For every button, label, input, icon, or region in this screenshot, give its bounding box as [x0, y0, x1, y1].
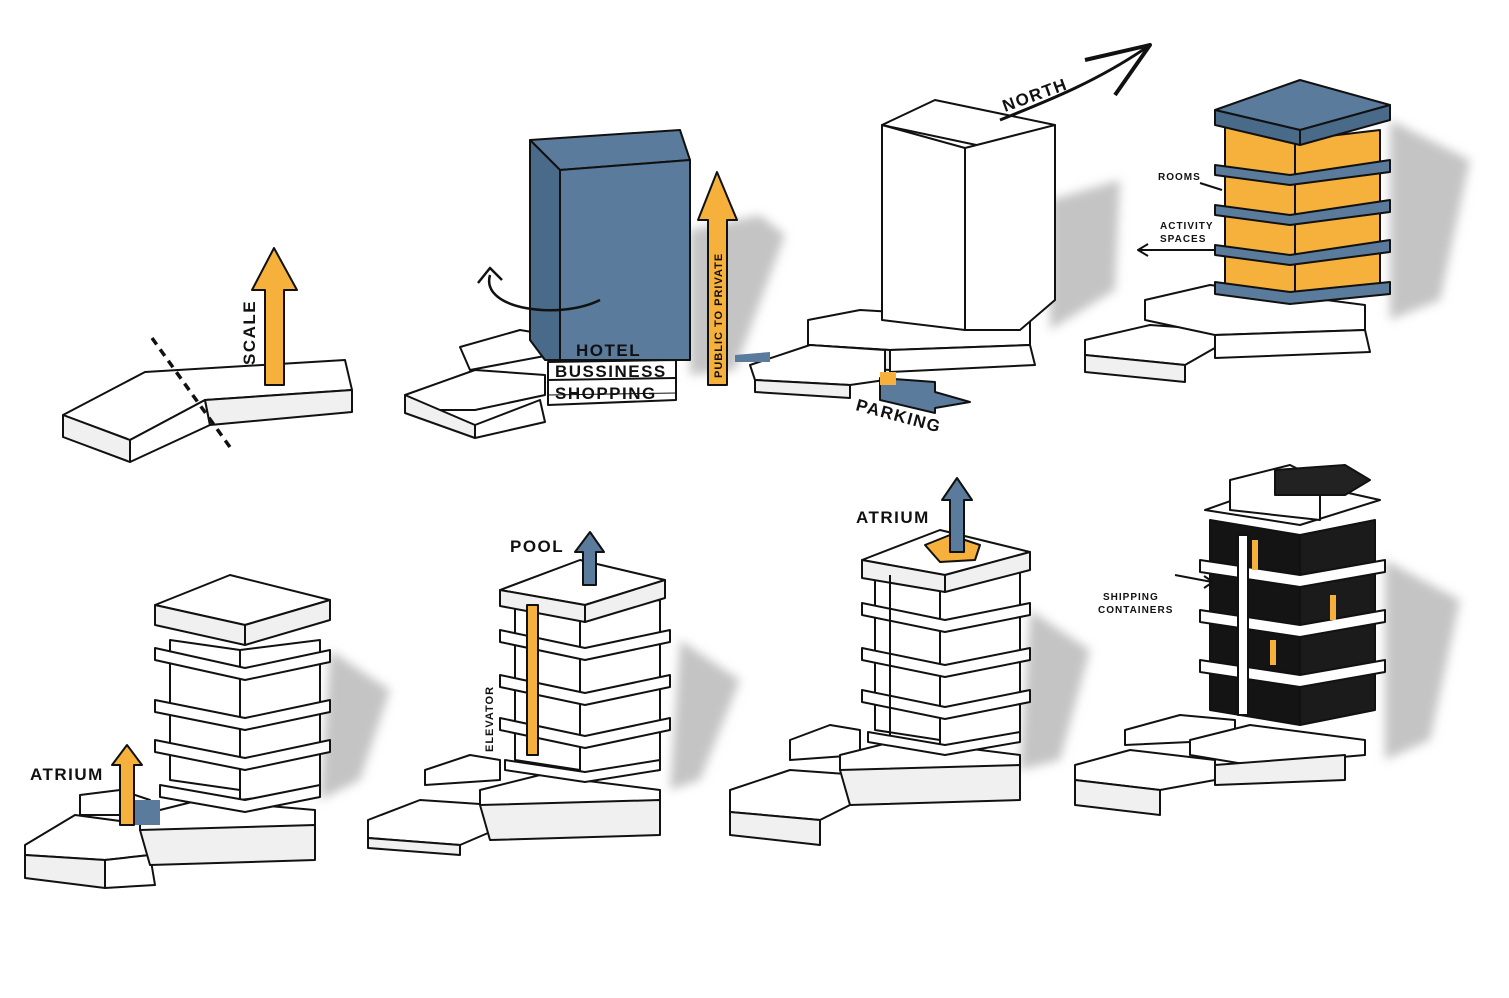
panel-containers: SHIPPING CONTAINERS	[1074, 464, 1460, 816]
curved-arrow-icon	[487, 274, 601, 312]
elevator-shaft	[526, 604, 539, 756]
site-slab	[62, 359, 353, 463]
panel-rooms: ROOMS ACTIVITY SPACES	[1084, 79, 1470, 383]
bussiness-label: BUSSINESS	[555, 362, 667, 381]
public-to-private-label: PUBLIC TO PRIVATE	[713, 253, 725, 378]
shopping-label: SHOPPING	[555, 384, 657, 403]
spaces-label: SPACES	[1160, 234, 1206, 245]
scale-label: SCALE	[240, 300, 259, 365]
tower-shadow	[670, 640, 740, 790]
rooms-label: ROOMS	[1158, 172, 1201, 183]
atrium-top-label: ATRIUM	[856, 508, 930, 527]
up-arrow-icon	[697, 171, 738, 386]
tower-shadow	[1390, 120, 1470, 320]
up-arrow-icon	[111, 744, 143, 826]
tower-shadow	[1050, 180, 1120, 330]
tower-shadow	[320, 650, 390, 800]
tower-shadow	[1385, 560, 1460, 760]
up-arrow-icon	[251, 247, 298, 386]
shipping-label: SHIPPING	[1103, 592, 1159, 603]
up-arrow-icon	[574, 531, 605, 586]
panel-atrium-low: ATRIUM	[24, 574, 390, 889]
up-arrow-icon	[941, 477, 973, 553]
tower-shadow	[690, 215, 785, 375]
north-label: NORTH	[1000, 75, 1070, 116]
cut-line	[150, 336, 234, 452]
atrium-low-label: ATRIUM	[30, 765, 104, 784]
tower-shadow	[1020, 610, 1090, 770]
panel-orientation: NORTH PARKING	[735, 43, 1152, 437]
panel-scale: SCALE	[62, 247, 353, 463]
panel-atrium-top: ATRIUM	[729, 477, 1090, 846]
right-arrow-icon	[879, 372, 971, 414]
activity-label: ACTIVITY	[1160, 221, 1214, 232]
pool-label: POOL	[510, 537, 564, 556]
containers-label: CONTAINERS	[1098, 605, 1173, 616]
hotel-label: HOTEL	[576, 341, 641, 360]
north-arrow-icon	[999, 43, 1151, 122]
panel-pool: POOL ELEVATOR	[367, 531, 740, 856]
panel-program: HOTEL BUSSINESS SHOPPING PUBLIC TO PRIVA…	[404, 129, 785, 439]
elevator-label: ELEVATOR	[484, 686, 496, 752]
